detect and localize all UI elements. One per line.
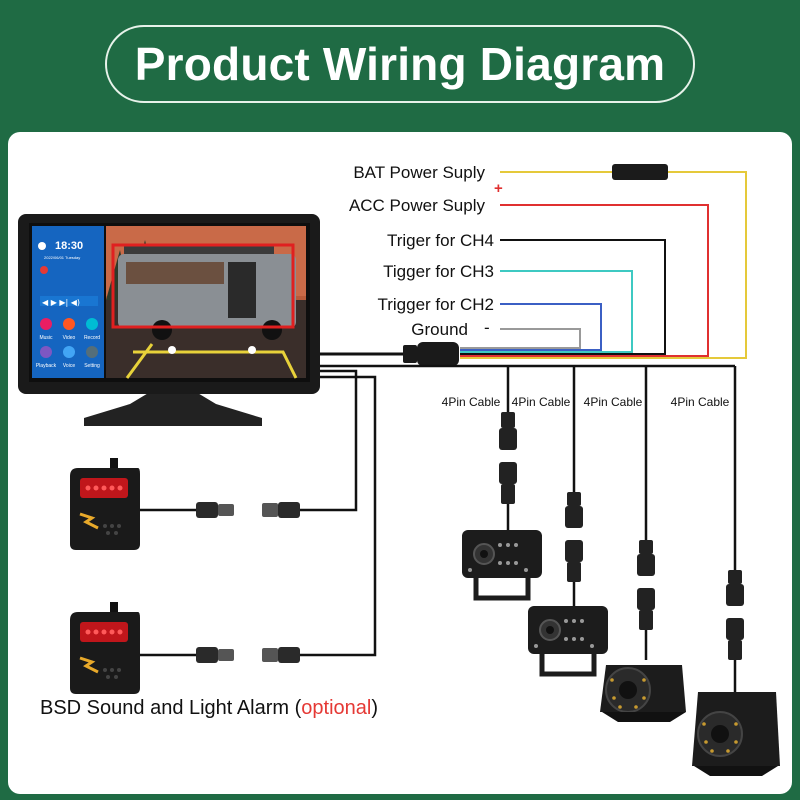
video-app-icon	[63, 318, 75, 330]
app-label-music: Music	[39, 335, 53, 341]
optional-tag: optional	[301, 697, 372, 719]
wire-label-ch4: Triger for CH4	[387, 231, 494, 250]
music-app-icon	[40, 318, 52, 330]
playback-app-icon	[40, 346, 52, 358]
box-camera-1	[462, 530, 542, 601]
app-label-voice: Voice	[63, 363, 75, 369]
wire-label-bat: BAT Power Suply	[353, 163, 485, 182]
monitor-date: 2022/06/01 Tuesday	[44, 255, 80, 260]
page-title: Product Wiring Diagram	[105, 25, 695, 103]
wire-ch4	[460, 239, 666, 355]
voice-app-icon	[63, 346, 75, 358]
wire-bat	[460, 164, 747, 359]
wire-ch3	[460, 270, 633, 353]
wire-label-ground: Ground	[411, 320, 468, 339]
camera-connector-4	[726, 570, 744, 692]
wire-label-ch3: Tigger for CH3	[383, 262, 494, 281]
wire-label-acc: ACC Power Suply	[349, 196, 486, 215]
app-label-playback: Playback	[36, 363, 57, 369]
camera-connector-2	[565, 492, 583, 606]
wire-label-ch2: Trigger for CH2	[377, 295, 494, 314]
cable-label-1: 4Pin Cable	[442, 395, 501, 409]
app-label-setting: Setting	[84, 363, 100, 369]
sound-wave-icon	[79, 656, 99, 674]
sound-wave-icon	[79, 512, 99, 530]
record-app-icon	[86, 318, 98, 330]
app-label-video: Video	[63, 335, 76, 341]
inline-fuse	[612, 164, 668, 180]
alarm-caption: BSD Sound and Light Alarm (optional)	[40, 697, 378, 720]
camera-view	[106, 226, 306, 379]
alarm-caption-suffix: )	[371, 697, 378, 719]
monitor-cable	[320, 342, 460, 368]
monitor: 18:30 2022/06/01 Tuesday ◀ ▶ ▶| ◀) Music…	[18, 214, 320, 426]
cable-label-2: 4Pin Cable	[512, 395, 571, 409]
cable-label-4: 4Pin Cable	[671, 395, 730, 409]
cable-label-3: 4Pin Cable	[584, 395, 643, 409]
bsd-alarm-2	[70, 602, 300, 694]
side-camera-1	[600, 665, 686, 722]
side-camera-2	[692, 692, 780, 776]
box-camera-2	[528, 606, 608, 677]
camera-connector-1	[499, 412, 517, 530]
plus-symbol: +	[494, 180, 503, 197]
wire-acc	[460, 204, 709, 357]
wire-ch2	[460, 303, 602, 351]
main-connector	[417, 342, 459, 366]
alarm-cable-1	[300, 369, 358, 512]
setting-app-icon	[86, 346, 98, 358]
monitor-time: 18:30	[55, 240, 83, 252]
bsd-alarm-1	[70, 458, 300, 550]
alarm-caption-prefix: BSD Sound and Light Alarm (	[40, 697, 302, 719]
camera-connector-3	[637, 540, 655, 660]
wire-ground	[460, 328, 581, 349]
media-controls-icon: ◀ ▶ ▶| ◀)	[42, 298, 80, 307]
minus-symbol: -	[484, 318, 490, 337]
app-label-record: Record	[84, 335, 100, 341]
alarm-cable-2	[300, 375, 377, 657]
